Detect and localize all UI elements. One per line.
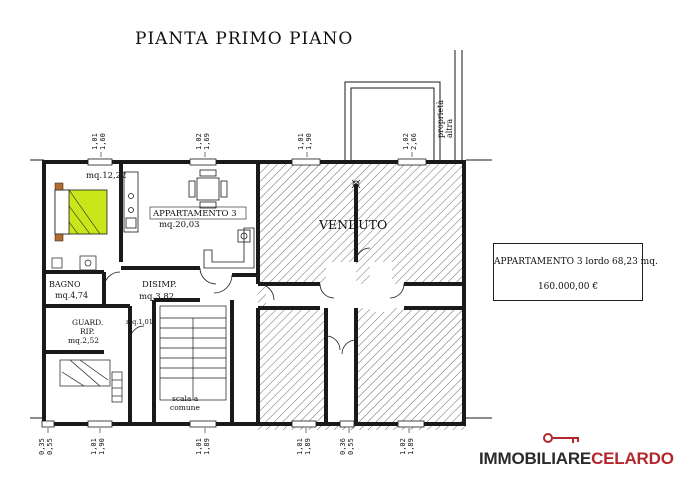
armchair-icon (237, 229, 251, 243)
walls (42, 160, 466, 426)
closet-area-label: mq.2,52 (68, 336, 99, 345)
hall-name-label: DISIMP. (142, 280, 177, 290)
exterior-lines (30, 159, 492, 419)
windows (41, 158, 427, 428)
bottom-window-dim-a: 1,01 (195, 438, 203, 455)
apartment-summary-text: APPARTAMENTO 3 lordo 68,23 mq. (494, 257, 658, 267)
sofa-icon (203, 227, 255, 269)
bathroom-name-label: BAGNO (49, 280, 81, 289)
sold-label: VENDUTO (318, 217, 387, 232)
top-window-dim-b: 1,60 (99, 133, 107, 150)
top-window-dim-a: 1,01 (297, 133, 305, 150)
hall-area-label: mq.3,82 (139, 292, 174, 302)
bottom-window-dim-b: 1,89 (407, 438, 415, 455)
bottom-window-dim-a: 1,02 (399, 438, 407, 455)
top-window-dim-b: 1,69 (203, 133, 211, 150)
top-window-dim-a: 1,02 (402, 133, 410, 150)
small-area-label: mq.1,01 (126, 318, 153, 326)
top-window-dim-a: 1,01 (91, 133, 99, 150)
top-window-dim-b: 2,66 (410, 133, 418, 150)
bedroom-area-label: mq.12,22 (86, 171, 127, 181)
price-info-box: APPARTAMENTO 3 lordo 68,23 mq. 160.000,0… (493, 243, 658, 301)
bottom-window-dim-b: 1,89 (203, 438, 211, 455)
other-property-label: altra proprietà (436, 100, 454, 138)
top-window-dim-a: 1,02 (195, 133, 203, 150)
kitchen-counter-icon (123, 171, 139, 233)
doors (103, 247, 405, 355)
bathroom-area-label: mq.4,74 (55, 291, 88, 300)
double-bed-icon (54, 182, 108, 242)
sold-area-markers (351, 179, 361, 189)
bottom-window-dim-a: 1,01 (296, 438, 304, 455)
bottom-window-dim-1: 0,350,55 (38, 438, 54, 455)
bottom-window-dim-6: 1,021,89 (399, 438, 415, 455)
staircase (159, 305, 227, 401)
logo-part-1: IMMOBILIARE (479, 449, 592, 468)
company-logo: IMMOBILIARECELARDO® (479, 449, 674, 473)
bottom-window-dim-a: 1,01 (90, 438, 98, 455)
top-window-dim-2: 1,021,69 (195, 133, 211, 150)
other-property-outline (344, 50, 463, 160)
top-window-dim-b: 1,90 (305, 133, 313, 150)
dining-table-icon (188, 169, 228, 209)
bottom-window-dim-b: 1,89 (304, 438, 312, 455)
apartment-label-frame (149, 206, 247, 220)
bottom-window-dim-2: 1,011,90 (90, 438, 106, 455)
logo-part-2: CELARDO (591, 449, 674, 468)
bottom-window-dim-b: 0,55 (46, 438, 54, 455)
plan-title: PIANTA PRIMO PIANO (135, 29, 353, 49)
bottom-window-dim-4: 1,011,89 (296, 438, 312, 455)
bathroom-fixtures-icon (51, 255, 97, 271)
apartment-area-label: mq.20,03 (159, 220, 200, 230)
bottom-window-dim-a: 0,35 (38, 438, 46, 455)
top-window-dim-4: 1,022,66 (402, 133, 418, 150)
bottom-window-dim-3: 1,011,89 (195, 438, 211, 455)
bottom-window-dim-b: 0,55 (347, 438, 355, 455)
sold-area-corridors (266, 262, 462, 422)
single-bed-icon (59, 359, 123, 403)
price-text: 160.000,00 € (537, 282, 599, 292)
stair-label-2: comune (170, 403, 200, 412)
bottom-window-dim-5: 0,360,55 (339, 438, 355, 455)
stair-label-1: scala a (172, 394, 199, 403)
bottom-window-dim-a: 0,36 (339, 438, 347, 455)
bottom-window-dim-b: 1,90 (98, 438, 106, 455)
top-window-dim-1: 1,011,60 (91, 133, 107, 150)
top-window-dim-3: 1,011,90 (297, 133, 313, 150)
closet-sub-label: RIP. (80, 327, 95, 336)
apartment-name-label: APPARTAMENTO 3 (152, 209, 237, 219)
closet-name-label: GUARD. (72, 318, 103, 327)
key-logo-icon (543, 433, 579, 443)
